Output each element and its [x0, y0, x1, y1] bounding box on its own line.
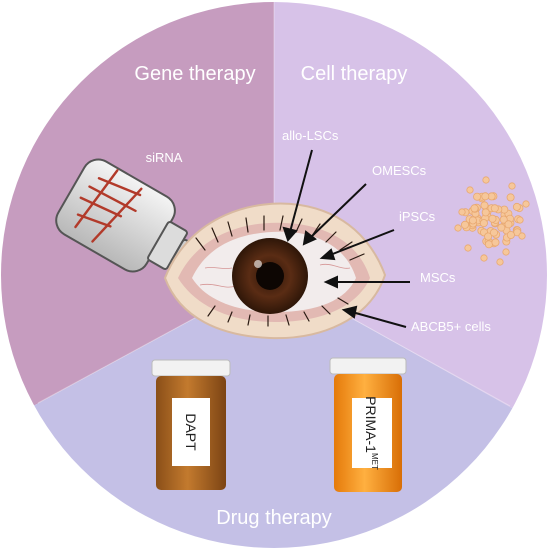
cell-dot — [506, 230, 515, 239]
cell-dot — [518, 232, 526, 240]
cell-dot — [491, 238, 500, 247]
cell-dot — [504, 220, 513, 229]
cell-dot — [460, 220, 469, 229]
cell-dot — [499, 215, 508, 224]
ipscs-label: iPSCs — [399, 209, 436, 224]
prima-pill-bottle-icon: PRIMA-1MET — [329, 357, 407, 492]
cell-dot — [466, 186, 474, 194]
cell-dot — [481, 192, 490, 201]
eye-icon — [163, 202, 387, 340]
cell-dot — [502, 248, 510, 256]
cell-therapy-title: Cell therapy — [301, 63, 408, 85]
cell-dot — [473, 192, 482, 201]
arrow-mscs-head — [323, 275, 338, 289]
prima-superscript: MET — [370, 453, 379, 470]
cell-dot — [497, 223, 506, 232]
arrow-omescs — [309, 183, 367, 239]
arrow-ipscs — [329, 229, 395, 256]
cell-dot — [522, 200, 530, 208]
cell-dot — [464, 244, 472, 252]
cell-dot — [482, 176, 490, 184]
cell-dot — [490, 204, 499, 213]
gene-therapy-title: Gene therapy — [134, 63, 255, 85]
sirna-label: siRNA — [146, 150, 183, 165]
arrow-allo-lscs — [289, 149, 313, 233]
cell-dot — [516, 216, 524, 224]
cell-cluster-icon — [454, 176, 530, 266]
cell-dot — [470, 204, 479, 213]
arrow-allo-lscs-head — [282, 226, 298, 242]
cell-dot — [479, 219, 488, 228]
cell-dot — [484, 232, 493, 241]
drug-therapy-title: Drug therapy — [216, 507, 332, 529]
arrow-ipscs-head — [319, 248, 336, 261]
abcb5-label: ABCB5+ cells — [411, 319, 491, 334]
arrow-abcb5-head — [341, 305, 358, 319]
allo-lscs-label: allo-LSCs — [282, 128, 339, 143]
cell-dot — [484, 240, 493, 249]
omescs-label: OMESCs — [372, 163, 427, 178]
cell-dot — [468, 216, 477, 225]
cell-dot — [454, 224, 462, 232]
prima-label: PRIMA-1MET — [363, 396, 379, 470]
cell-dot — [508, 182, 516, 190]
cell-dot — [481, 208, 490, 217]
drug-therapy-sector — [1, 275, 547, 548]
prima-main-text: PRIMA-1 — [363, 396, 379, 453]
cell-dot — [506, 193, 515, 202]
cell-dot — [496, 258, 504, 266]
cell-dot — [480, 254, 488, 262]
cell-dot — [512, 202, 521, 211]
dapt-pill-bottle-icon: DAPT — [151, 359, 231, 490]
cell-dot — [488, 214, 497, 223]
cell-therapy-arrows — [282, 149, 410, 328]
mscs-label: MSCs — [420, 270, 456, 285]
cell-dot — [458, 208, 466, 216]
arrow-omescs-head — [302, 230, 317, 246]
dapt-label: DAPT — [183, 413, 199, 451]
cell-dot — [480, 201, 489, 210]
arrow-abcb5 — [351, 311, 407, 328]
cell-dot — [489, 228, 498, 237]
